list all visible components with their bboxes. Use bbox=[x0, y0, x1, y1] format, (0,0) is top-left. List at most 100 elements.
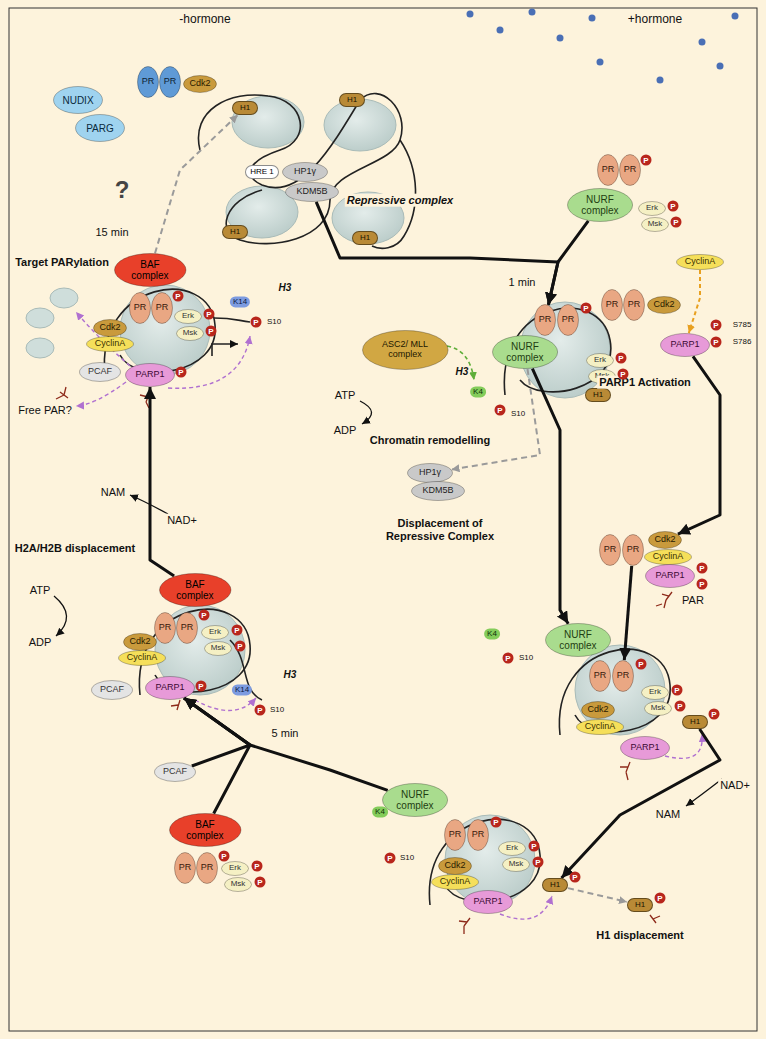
node-text: H1 bbox=[240, 104, 250, 113]
receptor-oval: PR bbox=[612, 660, 634, 692]
node-text: PR bbox=[181, 623, 194, 633]
kinase-oval: Cdk2 bbox=[123, 633, 157, 651]
phospho-badge: P bbox=[176, 367, 187, 378]
node-text: Erk bbox=[229, 864, 241, 873]
dna-element-box: HRE 1 bbox=[245, 165, 279, 179]
complex-blob: PCAF bbox=[79, 362, 121, 382]
receptor-oval: PR bbox=[444, 819, 466, 851]
receptor-oval: PR bbox=[557, 304, 579, 336]
phospho-badge: P bbox=[529, 841, 540, 852]
node-text: Msk bbox=[651, 704, 666, 713]
text-label: ADP bbox=[27, 636, 54, 649]
enzyme-oval: PARP1 bbox=[660, 333, 710, 357]
node-text: PCAF bbox=[163, 767, 187, 777]
text-label: Free PAR? bbox=[16, 404, 74, 417]
node-text: PR bbox=[604, 545, 617, 555]
complex-blob: PCAF bbox=[91, 680, 133, 700]
repressor-oval: HP1γ bbox=[282, 162, 328, 182]
node-text: HP1γ bbox=[419, 468, 441, 478]
histone-h1: H1 bbox=[682, 715, 708, 729]
node-text: CyclinA bbox=[95, 339, 126, 349]
receptor-oval: PR bbox=[597, 154, 619, 186]
node-text: Msk bbox=[231, 880, 246, 889]
text-label: ATP bbox=[333, 389, 358, 402]
node-text: Cdk2 bbox=[653, 300, 674, 310]
text-label: ATP bbox=[28, 584, 53, 597]
phospho-badge: P bbox=[616, 353, 627, 364]
node-text: Erk bbox=[594, 356, 606, 365]
node-text: PR bbox=[539, 315, 552, 325]
receptor-oval: PR bbox=[622, 534, 644, 566]
node-text: KDM5B bbox=[296, 187, 327, 197]
phospho-badge: P bbox=[503, 653, 514, 664]
kinase-oval: Msk bbox=[502, 857, 530, 872]
receptor-oval: PR bbox=[151, 292, 173, 324]
process-arrow bbox=[184, 698, 388, 790]
node-text: BAF complex bbox=[178, 819, 233, 841]
frame bbox=[9, 8, 757, 1031]
enzyme-oval: PARP1 bbox=[645, 564, 695, 588]
node-text: NUDIX bbox=[62, 95, 93, 106]
node-text: Cdk2 bbox=[129, 637, 150, 647]
text-label: PARP1 Activation bbox=[597, 376, 693, 389]
residue-badge: K4 bbox=[484, 628, 500, 639]
receptor-oval: PR bbox=[154, 612, 176, 644]
text-label: 1 min bbox=[507, 276, 538, 289]
enzyme-oval: PARP1 bbox=[125, 363, 175, 387]
text-label: 5 min bbox=[270, 727, 301, 740]
node-text: H1 bbox=[360, 234, 370, 243]
node-text: Cdk2 bbox=[654, 535, 675, 545]
phospho-badge: P bbox=[199, 610, 210, 621]
text-label: S10 bbox=[269, 705, 285, 714]
kinase-oval: Msk bbox=[641, 217, 669, 232]
receptor-oval: PR bbox=[196, 852, 218, 884]
phospho-badge: P bbox=[711, 337, 722, 348]
hormone-dots bbox=[467, 9, 739, 84]
node-text: PARP1 bbox=[631, 743, 660, 753]
node-text: PARG bbox=[86, 123, 114, 134]
phospho-badge: P bbox=[235, 641, 246, 652]
receptor-oval: PR bbox=[619, 154, 641, 186]
residue-badge: K4 bbox=[372, 806, 388, 817]
node-text: H1 bbox=[550, 881, 560, 890]
text-label: PAR bbox=[680, 594, 706, 607]
phospho-badge: P bbox=[675, 701, 686, 712]
histone-h1: H1 bbox=[352, 231, 378, 245]
cyclin-oval: CyclinA bbox=[431, 874, 479, 890]
phospho-badge: P bbox=[255, 877, 266, 888]
node-text: HP1γ bbox=[294, 167, 316, 177]
text-label: S786 bbox=[732, 337, 753, 346]
phospho-badge: P bbox=[671, 217, 682, 228]
cyclin-oval: CyclinA bbox=[576, 719, 624, 735]
kinase-oval: Cdk2 bbox=[183, 75, 217, 93]
node-text: H1 bbox=[635, 901, 645, 910]
node-text: Erk bbox=[649, 688, 661, 697]
text-label: H2A/H2B displacement bbox=[13, 542, 137, 555]
receptor-oval: PR bbox=[129, 292, 151, 324]
complex-blob: NURF complex bbox=[382, 783, 448, 817]
kinase-oval: Erk bbox=[221, 861, 249, 876]
process-arrow bbox=[532, 369, 568, 624]
phospho-badge: P bbox=[252, 861, 263, 872]
enzyme-oval: PARG bbox=[75, 114, 125, 142]
node-text: PR bbox=[159, 623, 172, 633]
kinase-oval: Cdk2 bbox=[438, 857, 472, 875]
phospho-badge: P bbox=[668, 201, 679, 212]
phospho-badge: P bbox=[196, 681, 207, 692]
node-text: PR bbox=[606, 300, 619, 310]
kinase-oval: Erk bbox=[201, 625, 229, 640]
phospho-badge: P bbox=[251, 317, 262, 328]
node-text: PARP1 bbox=[156, 683, 185, 693]
enzyme-oval: PARP1 bbox=[620, 736, 670, 760]
phospho-badge: P bbox=[570, 872, 581, 883]
node-text: PR bbox=[627, 545, 640, 555]
text-label: H1 displacement bbox=[594, 929, 685, 942]
node-text: PARP1 bbox=[656, 571, 685, 581]
node-text: PR bbox=[628, 300, 641, 310]
node-text: PR bbox=[624, 165, 637, 175]
kinase-oval: Msk bbox=[644, 701, 672, 716]
kinase-oval: Cdk2 bbox=[581, 701, 615, 719]
node-text: PCAF bbox=[88, 367, 112, 377]
histone-h1: H1 bbox=[585, 388, 611, 402]
phospho-badge: P bbox=[533, 857, 544, 868]
